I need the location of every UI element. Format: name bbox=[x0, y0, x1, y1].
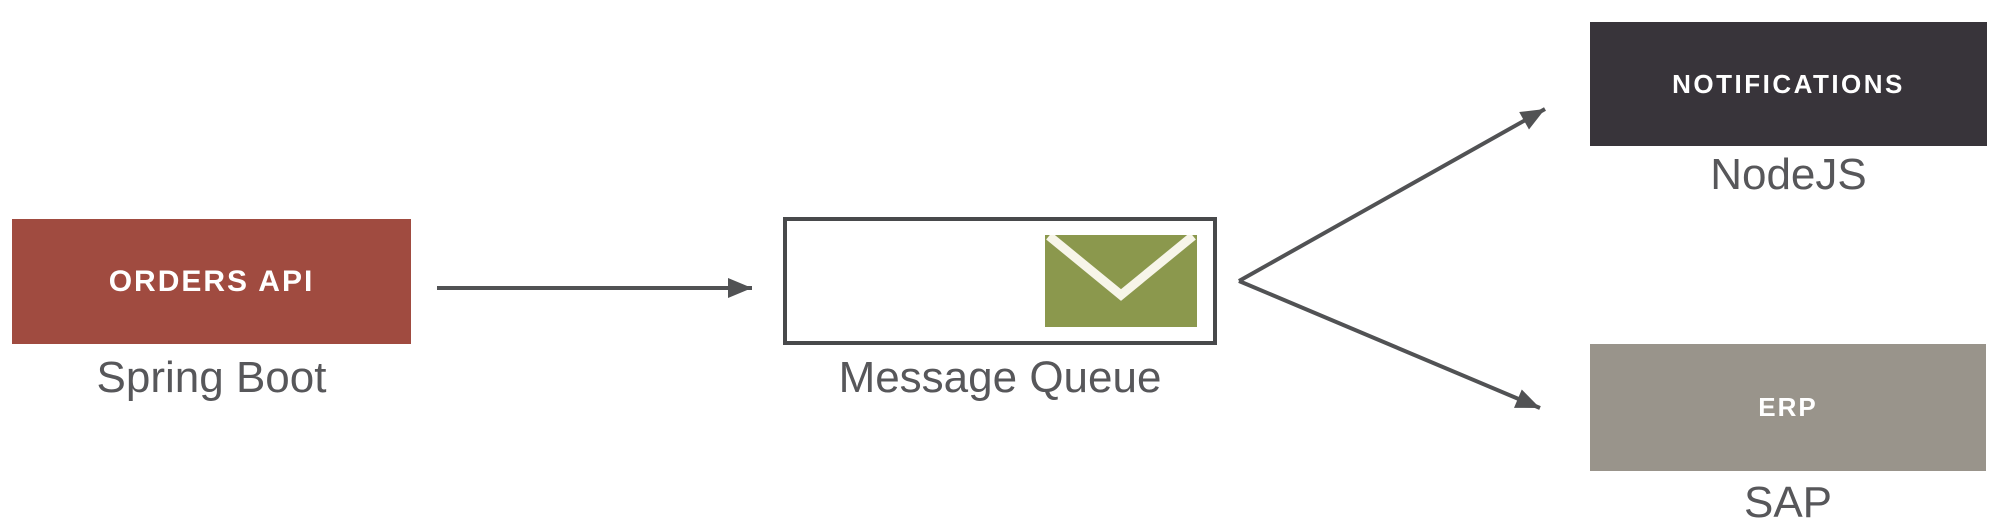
message-queue-caption: Message Queue bbox=[838, 353, 1162, 402]
node-message-queue bbox=[783, 217, 1217, 345]
notifications-caption: NodeJS bbox=[1710, 150, 1867, 199]
erp-caption: SAP bbox=[1743, 478, 1833, 527]
notifications-label: NOTIFICATIONS bbox=[1672, 68, 1905, 99]
edge-queue-to-notifications bbox=[1238, 107, 1546, 283]
node-notifications: NOTIFICATIONS bbox=[1590, 22, 1987, 146]
orders-api-caption: Spring Boot bbox=[96, 353, 327, 402]
orders-api-label: ORDERS API bbox=[108, 264, 315, 298]
node-orders-api: ORDERS API bbox=[12, 219, 411, 344]
envelope-icon bbox=[1045, 235, 1197, 327]
node-erp: ERP bbox=[1590, 344, 1986, 471]
erp-label: ERP bbox=[1758, 392, 1818, 422]
edge-queue-to-erp bbox=[1238, 279, 1541, 410]
